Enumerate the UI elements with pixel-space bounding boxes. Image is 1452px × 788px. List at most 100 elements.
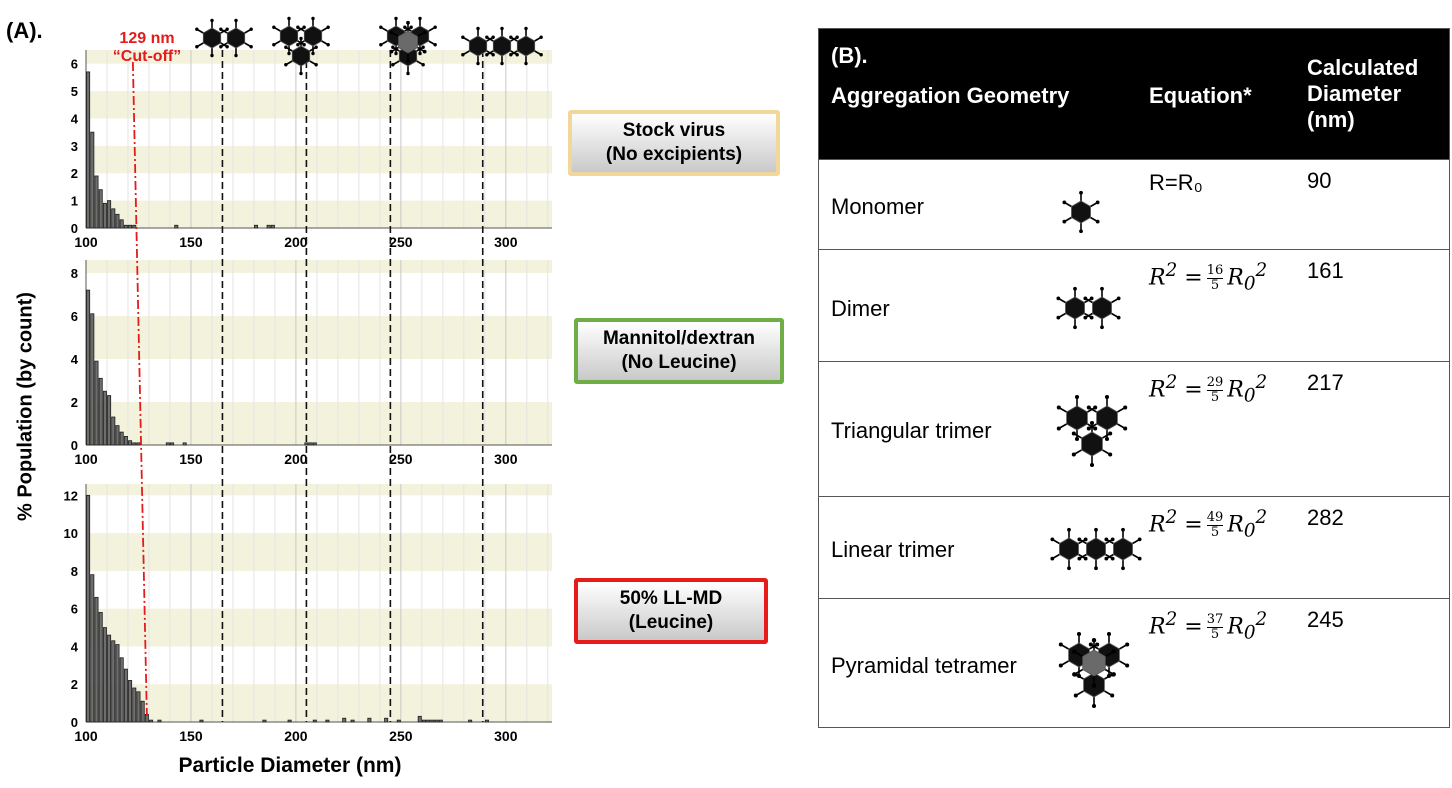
spike-tip — [219, 27, 223, 31]
spike-tip — [406, 59, 410, 64]
frac-num: 16 — [1206, 262, 1224, 279]
header-diameter: Calculated Diameter (nm) — [1307, 55, 1418, 133]
dimer-icon — [195, 18, 253, 58]
table-header: (B). Aggregation Geometry Equation* Calc… — [819, 29, 1449, 159]
frac-den: 5 — [1210, 277, 1220, 293]
cutoff-label-value: 129 nm — [119, 30, 175, 47]
row-diameter: 217 — [1307, 370, 1344, 395]
spike-tip — [1104, 537, 1109, 542]
spike-tip — [296, 43, 300, 47]
row-equation: R=R₀ — [1149, 170, 1203, 196]
histogram-bar — [119, 219, 124, 229]
histogram-bar — [86, 71, 91, 229]
y-tick-label: 4 — [71, 639, 79, 654]
spike-tip — [406, 20, 410, 25]
spike-tip — [1074, 436, 1080, 442]
spike-tip — [1056, 296, 1061, 301]
spike-tip — [1086, 426, 1091, 431]
histogram-bar — [90, 313, 95, 446]
histogram-bar — [98, 377, 103, 446]
histogram-bar — [136, 691, 141, 723]
spike-tip — [1116, 315, 1121, 320]
x-tick-label: 250 — [389, 451, 413, 467]
virus-particle — [1082, 649, 1106, 677]
y-tick-label: 12 — [64, 488, 78, 503]
spike-tip — [1056, 405, 1061, 410]
spike-tip — [1077, 556, 1082, 561]
histogram-bar — [86, 494, 91, 723]
x-tick-label: 150 — [179, 728, 203, 744]
histogram-bar — [86, 289, 91, 446]
spike-tip — [1050, 556, 1055, 561]
spike-tip — [1062, 219, 1067, 224]
spike-tip — [311, 51, 315, 56]
histogram-bar — [287, 719, 292, 723]
spike-tip — [326, 25, 330, 29]
spike-tip — [1083, 296, 1088, 301]
spike-tip — [1125, 642, 1130, 647]
spike-tip — [515, 35, 519, 39]
spike-tip — [421, 45, 425, 49]
spike-tip — [299, 36, 303, 41]
virus-particle — [1065, 296, 1085, 320]
spike-tip — [1123, 405, 1128, 410]
spike-tip — [1106, 631, 1112, 637]
spike-tip — [1058, 642, 1063, 647]
virus-particle — [303, 25, 323, 47]
histogram-bar — [107, 634, 112, 723]
spike-tip — [225, 45, 229, 49]
spike-tip — [1079, 190, 1083, 195]
histogram-bar — [270, 224, 275, 229]
x-tick-label: 100 — [74, 234, 98, 250]
grid-band — [86, 145, 552, 174]
panel-b-label: (B). — [831, 43, 868, 68]
histogram-bar — [94, 596, 99, 723]
y-tick-label: 6 — [71, 309, 78, 324]
frac-den: 5 — [1210, 626, 1220, 642]
x-tick-label: 150 — [179, 451, 203, 467]
table-row-monomer: Monomer R=R₀ 90 — [819, 159, 1449, 250]
row-name: Dimer — [831, 296, 890, 321]
y-tick-label: 3 — [71, 139, 78, 154]
virus-particle — [1096, 405, 1118, 431]
y-tick-label: 8 — [71, 266, 78, 281]
histogram-bar — [119, 657, 124, 723]
spike-tip — [1111, 672, 1116, 677]
grid-band — [86, 401, 552, 445]
legend-mannitol-line2: (No Leucine) — [621, 352, 737, 373]
histogram-bar — [438, 719, 443, 723]
grid-band — [86, 533, 552, 571]
virus-particle — [398, 30, 418, 54]
y-axis-label: % Population (by count) — [14, 292, 37, 521]
spike-tip — [225, 27, 229, 31]
spike-tip — [418, 51, 422, 56]
spike-tip — [210, 53, 214, 58]
spike-tip — [1093, 405, 1098, 410]
x-tick-label: 300 — [494, 451, 518, 467]
spike-tip — [1076, 631, 1082, 637]
virus-particle — [492, 35, 512, 57]
spike-tip — [1121, 566, 1125, 571]
histogram-bar — [149, 719, 154, 723]
histogram-bar — [136, 442, 141, 446]
spike-tip — [1089, 420, 1095, 426]
spike-tip — [500, 26, 504, 31]
spike-tip — [389, 49, 394, 54]
spike-tip — [299, 71, 303, 76]
spike-tip — [1108, 452, 1113, 457]
spike-tip — [326, 43, 330, 47]
histogram-bar — [367, 717, 372, 723]
legend-llmd-line1: 50% LL-MD — [619, 588, 723, 609]
histogram-bar — [128, 680, 133, 723]
row-name: Monomer — [831, 194, 924, 219]
histogram-bar — [132, 224, 137, 229]
legend-stock-virus: Stock virus (No excipients) — [568, 110, 780, 176]
spike-tip — [1089, 315, 1094, 320]
histogram-bar — [115, 425, 120, 446]
spike-tip — [284, 63, 288, 67]
spike-tip — [1062, 200, 1067, 205]
spike-tip — [1073, 286, 1077, 291]
